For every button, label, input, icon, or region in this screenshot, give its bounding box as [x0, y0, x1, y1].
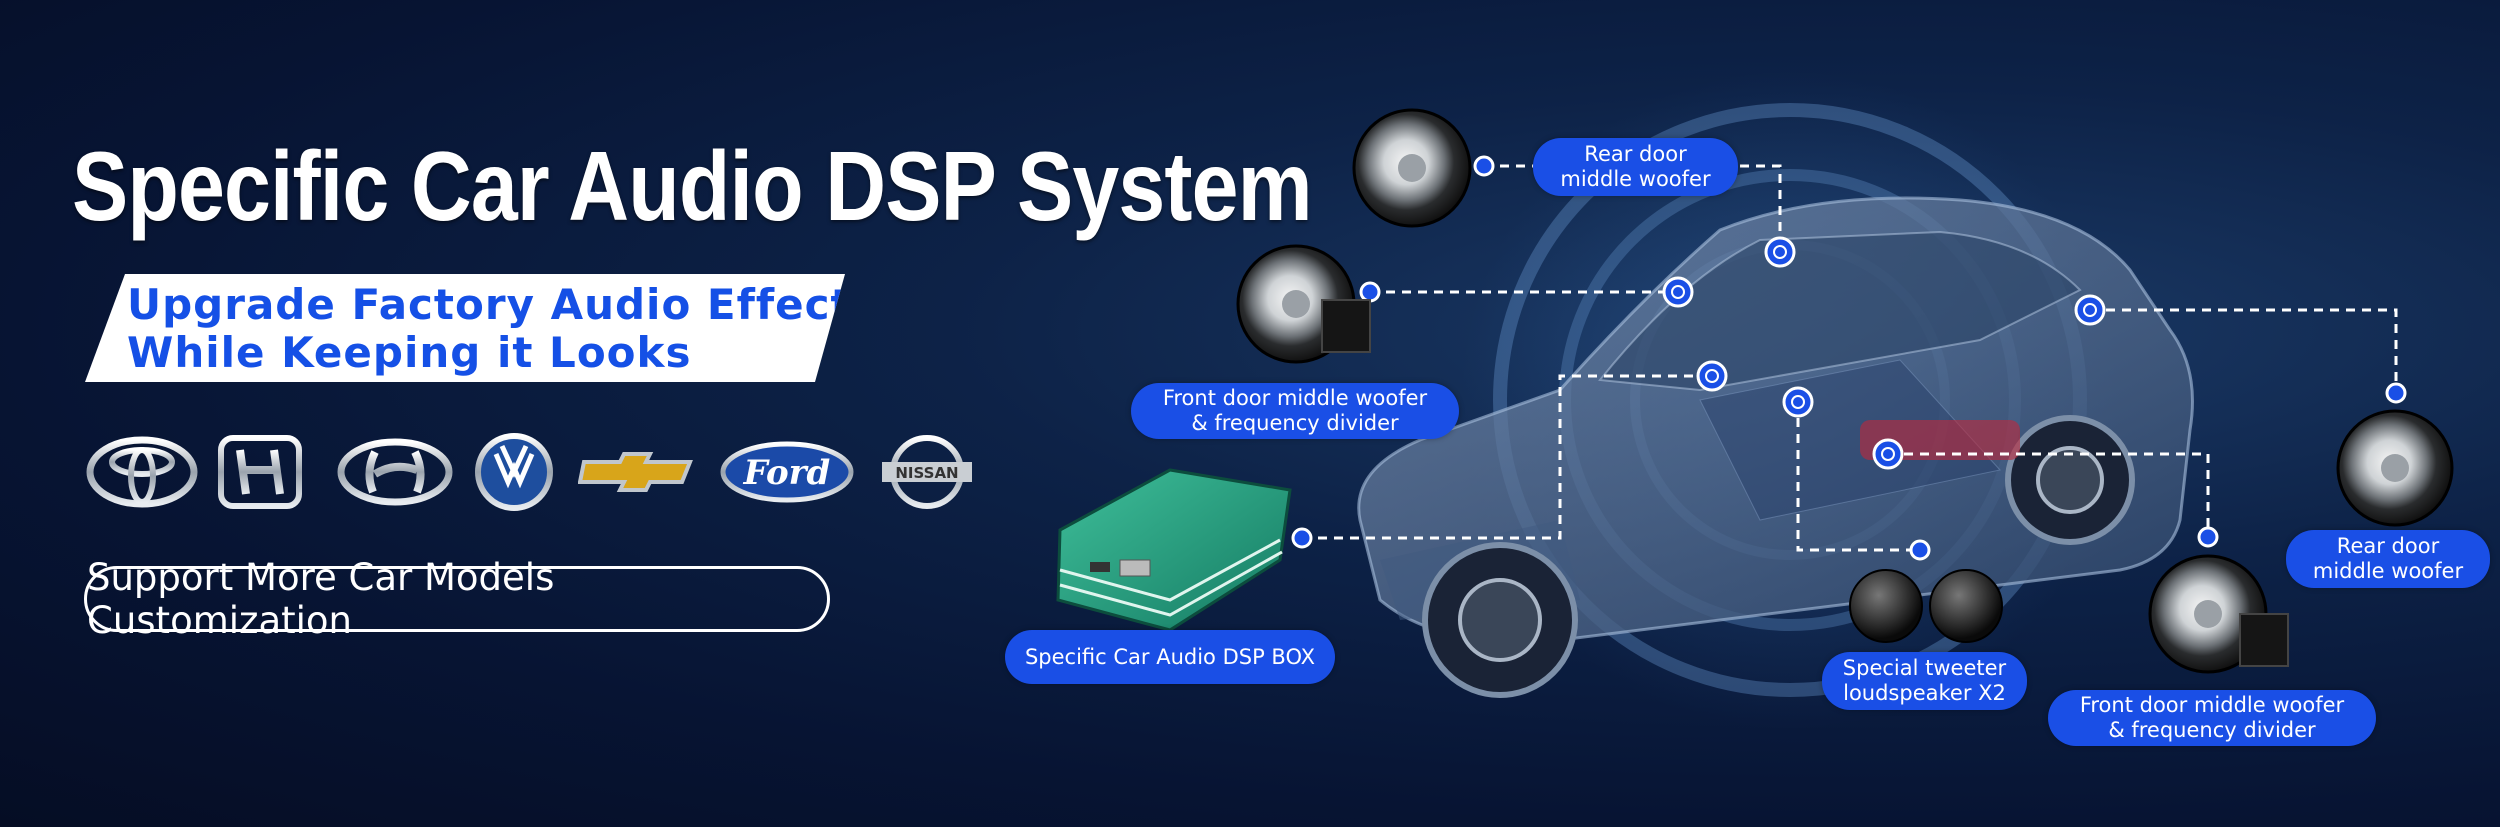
label-line: Front door middle woofer: [2079, 693, 2345, 717]
speaker-icon: [2336, 409, 2454, 527]
subtitle-line-2: While Keeping it Looks: [127, 328, 692, 377]
label-line: Front door middle woofer: [1162, 386, 1428, 410]
label-front-door-woofer-right: Front door middle woofer & frequency div…: [2048, 690, 2376, 746]
frequency-divider-icon: [1321, 299, 1371, 353]
label-line: & frequency divider: [2108, 718, 2316, 742]
ford-logo-text: Ford: [743, 453, 831, 493]
label-line: middle woofer: [1560, 167, 1711, 191]
label-line: Rear door: [1584, 142, 1687, 166]
label-dsp-box: Specific Car Audio DSP BOX: [1005, 630, 1335, 684]
ford-logo: Ford: [720, 441, 854, 503]
speaker-icon: [1236, 244, 1371, 364]
nissan-logo-text: NISSAN: [895, 464, 958, 482]
nissan-logo: NISSAN: [882, 435, 972, 509]
subtitle-banner: Upgrade Factory Audio Effect While Keepi…: [85, 274, 845, 382]
label-line: & frequency divider: [1191, 411, 1399, 435]
honda-logo: [218, 435, 302, 509]
chevrolet-logo: [578, 452, 693, 492]
label-tweeter: Special tweeter loudspeaker X2: [1822, 652, 2027, 710]
speaker-icon: [1352, 108, 1472, 228]
connector-nodes: [1291, 155, 2407, 561]
connector-lines: [1302, 164, 2398, 552]
subtitle-line-1: Upgrade Factory Audio Effect: [127, 280, 852, 329]
label-rear-door-woofer-right: Rear door middle woofer: [2286, 530, 2490, 588]
label-front-door-woofer-left: Front door middle woofer & frequency div…: [1131, 383, 1459, 439]
hyundai-logo: [337, 438, 453, 506]
dsp-box-icon: [1056, 468, 1292, 632]
speaker-icon: [2148, 554, 2289, 674]
label-line: Rear door: [2336, 534, 2440, 558]
toyota-logo: [86, 436, 198, 508]
volkswagen-logo: [475, 433, 553, 511]
label-line: Specific Car Audio DSP BOX: [1024, 644, 1316, 669]
page-title: Specific Car Audio DSP System: [72, 131, 1313, 241]
car-illustration: [1357, 196, 2194, 698]
label-rear-door-woofer-left: Rear door middle woofer: [1533, 138, 1738, 196]
label-line: loudspeaker X2: [1843, 681, 2006, 705]
tweeter-icon: [1849, 569, 2003, 643]
label-line: middle woofer: [2312, 559, 2464, 583]
frequency-divider-icon: [2239, 613, 2289, 667]
label-line: Special tweeter: [1842, 656, 2007, 680]
